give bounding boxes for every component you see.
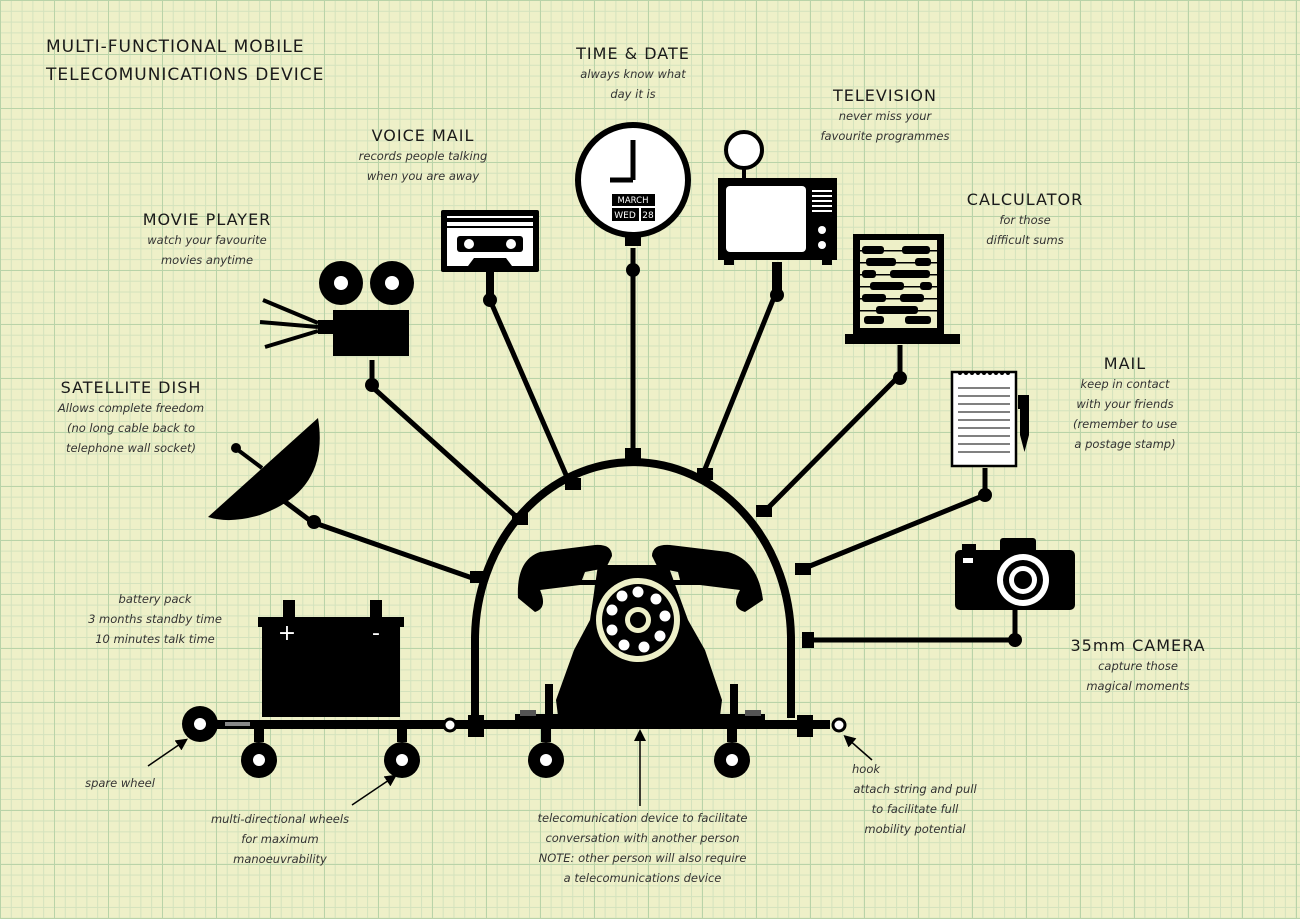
movie-player-line-2: movies anytime <box>160 253 254 267</box>
wheel-icon <box>714 728 750 778</box>
satellite-line-3: telephone wall socket) <box>65 441 197 455</box>
wheel-icon <box>241 728 277 778</box>
calculator-title: CALCULATOR <box>966 190 1084 209</box>
time-date-line-1: always know what <box>580 67 686 81</box>
battery-minus-sign: - <box>372 621 380 646</box>
label-movie-player: MOVIE PLAYER watch your favourite movies… <box>122 210 292 270</box>
cassette-tape-icon <box>441 210 539 298</box>
mail-line-3: (remember to use <box>1072 417 1178 431</box>
label-telephone: telecomunication device to facilitate co… <box>500 808 785 888</box>
television-title: TELEVISION <box>832 86 937 105</box>
dome-frame <box>471 458 795 718</box>
telephone-line-3: NOTE: other person will also require <box>538 851 747 865</box>
wheel-icon <box>528 728 564 778</box>
notepad-mail-icon <box>950 370 1029 468</box>
telephone-line-2: conversation with another person <box>545 831 740 845</box>
wheels-line-1: multi-directional wheels <box>210 812 350 826</box>
mail-line-4: a postage stamp) <box>1074 437 1176 451</box>
hook-line-4: mobility potential <box>864 822 966 836</box>
hook-line-1: hook <box>852 762 881 776</box>
wheels <box>241 728 750 778</box>
battery-line-3: 10 minutes talk time <box>95 632 215 646</box>
label-satellite-dish: SATELLITE DISH Allows complete freedom (… <box>36 378 226 458</box>
satellite-line-1: Allows complete freedom <box>57 401 205 415</box>
label-calculator: CALCULATOR for those difficult sums <box>940 190 1110 250</box>
label-camera: 35mm CAMERA capture those magical moment… <box>1048 636 1228 696</box>
title-line-2: TELECOMUNICATIONS DEVICE <box>46 65 325 85</box>
hook-line-2: attach string and pull <box>853 782 977 796</box>
label-hook: hook attach string and pull to facilitat… <box>830 759 1000 839</box>
label-time-date: TIME & DATE always know what day it is <box>548 44 718 104</box>
spare-wheel-icon <box>182 706 218 742</box>
television-icon <box>718 130 837 290</box>
rotary-telephone-icon <box>517 544 763 716</box>
voice-mail-title: VOICE MAIL <box>371 126 475 145</box>
battery-line-1: battery pack <box>118 592 192 606</box>
label-mail: MAIL keep in contact with your friends (… <box>1040 354 1210 454</box>
movie-camera-icon <box>259 261 414 356</box>
callout-arrows <box>147 729 873 806</box>
television-line-1: never miss your <box>838 109 932 123</box>
telephone-line-1: telecomunication device to facilitate <box>537 811 748 825</box>
mail-line-2: with your friends <box>1076 397 1174 411</box>
title-line-1: MULTI-FUNCTIONAL MOBILE <box>46 37 305 57</box>
telephone-line-4: a telecomunications device <box>563 871 722 885</box>
clock-day: WED <box>614 211 636 221</box>
label-spare-wheel: spare wheel <box>60 773 180 793</box>
voice-mail-line-2: when you are away <box>366 169 480 183</box>
label-television: TELEVISION never miss your favourite pro… <box>800 86 970 146</box>
battery-line-2: 3 months standby time <box>88 612 222 626</box>
clock-month: MARCH <box>618 196 649 206</box>
clock-icon: MARCH WED 28 <box>575 122 691 246</box>
camera-title: 35mm CAMERA <box>1070 636 1206 655</box>
spare-wheel-line-1: spare wheel <box>85 776 155 790</box>
abacus-calculator-icon <box>845 234 960 344</box>
label-voice-mail: VOICE MAIL records people talking when y… <box>338 126 508 186</box>
movie-player-line-1: watch your favourite <box>147 233 267 247</box>
satellite-line-2: (no long cable back to <box>66 421 196 435</box>
label-battery: battery pack 3 months standby time 10 mi… <box>60 589 250 649</box>
voice-mail-line-1: records people talking <box>358 149 488 163</box>
hook-line-3: to facilitate full <box>871 802 959 816</box>
time-date-line-2: day it is <box>610 87 656 101</box>
movie-player-title: MOVIE PLAYER <box>142 210 272 229</box>
wheels-line-2: for maximum <box>241 832 319 846</box>
battery-plus-sign: + <box>278 621 296 646</box>
calculator-line-1: for those <box>999 213 1051 227</box>
label-wheels: multi-directional wheels for maximum man… <box>190 809 370 869</box>
chassis-rail <box>212 684 847 737</box>
satellite-title: SATELLITE DISH <box>60 378 202 397</box>
calculator-line-2: difficult sums <box>986 233 1064 247</box>
clock-date: 28 <box>642 211 654 221</box>
battery-pack-icon: + - <box>258 600 404 717</box>
camera-line-2: magical moments <box>1086 679 1190 693</box>
wheels-line-3: manoeuvrability <box>233 852 327 866</box>
television-line-2: favourite programmes <box>820 129 950 143</box>
satellite-dish-icon <box>208 418 320 524</box>
photo-camera-icon <box>955 538 1075 610</box>
time-date-title: TIME & DATE <box>576 44 690 63</box>
page-title: MULTI-FUNCTIONAL MOBILE TELECOMUNICATION… <box>46 33 324 89</box>
mail-line-1: keep in contact <box>1080 377 1170 391</box>
mail-title: MAIL <box>1103 354 1147 373</box>
wheel-icon <box>384 728 420 778</box>
camera-line-1: capture those <box>1098 659 1178 673</box>
